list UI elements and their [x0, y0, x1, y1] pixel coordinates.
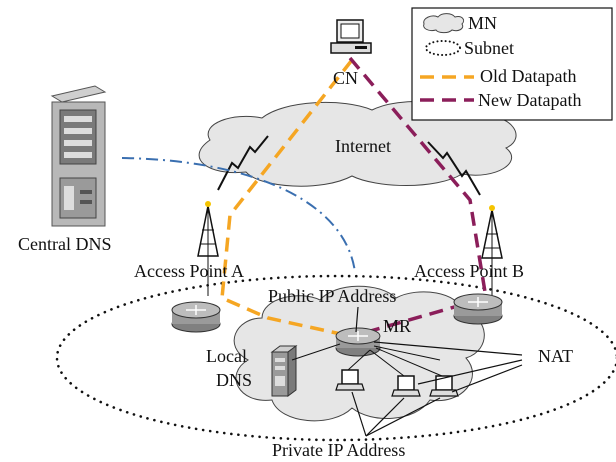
access-point-a-router-icon: [171, 301, 221, 333]
legend-mn-label: MN: [468, 13, 497, 33]
public-ip-label: Public IP Address: [268, 286, 396, 306]
old-datapath-line: [220, 58, 354, 338]
local-dns-server-icon: [270, 345, 298, 397]
legend-old-datapath-label: Old Datapath: [480, 66, 576, 86]
central-dns-server-icon: [50, 85, 107, 227]
wireless-link-left: [217, 135, 269, 191]
mobile-router-icon: [335, 327, 381, 357]
nat-label: NAT: [538, 346, 573, 366]
private-ip-label: Private IP Address: [272, 440, 405, 460]
public-ip-pointer: [355, 306, 359, 333]
wireless-link-right: [427, 141, 481, 196]
legend-new-datapath-label: New Datapath: [478, 90, 581, 110]
cn-computer-icon: [330, 19, 372, 54]
legend-subnet-icon: [425, 40, 461, 56]
internet-label: Internet: [335, 136, 391, 156]
laptop-icon: [391, 375, 421, 397]
access-point-b-label: Access Point B: [414, 261, 524, 281]
new-datapath-line: [348, 56, 488, 336]
access-point-a-label: Access Point A: [134, 261, 244, 281]
cn-label: CN: [333, 68, 358, 88]
access-point-a-tower-icon: [197, 201, 219, 296]
legend-cloud-icon: [423, 13, 465, 34]
nat-pointers: [373, 341, 523, 393]
legend: MN Subnet Old Datapath New Datapath: [411, 7, 613, 121]
local-dns-label-line2: DNS: [216, 370, 252, 390]
mn-links: [291, 343, 443, 377]
legend-subnet-label: Subnet: [464, 38, 514, 58]
subnet-boundary: [55, 274, 616, 442]
private-ip-pointers: [351, 391, 441, 437]
local-dns-label-line1: Local: [206, 346, 247, 366]
access-point-b-tower-icon: [481, 205, 503, 300]
access-point-b-router-icon: [453, 293, 503, 325]
central-dns-label: Central DNS: [18, 234, 112, 254]
mr-label: MR: [383, 316, 411, 336]
laptop-icon: [335, 369, 365, 391]
